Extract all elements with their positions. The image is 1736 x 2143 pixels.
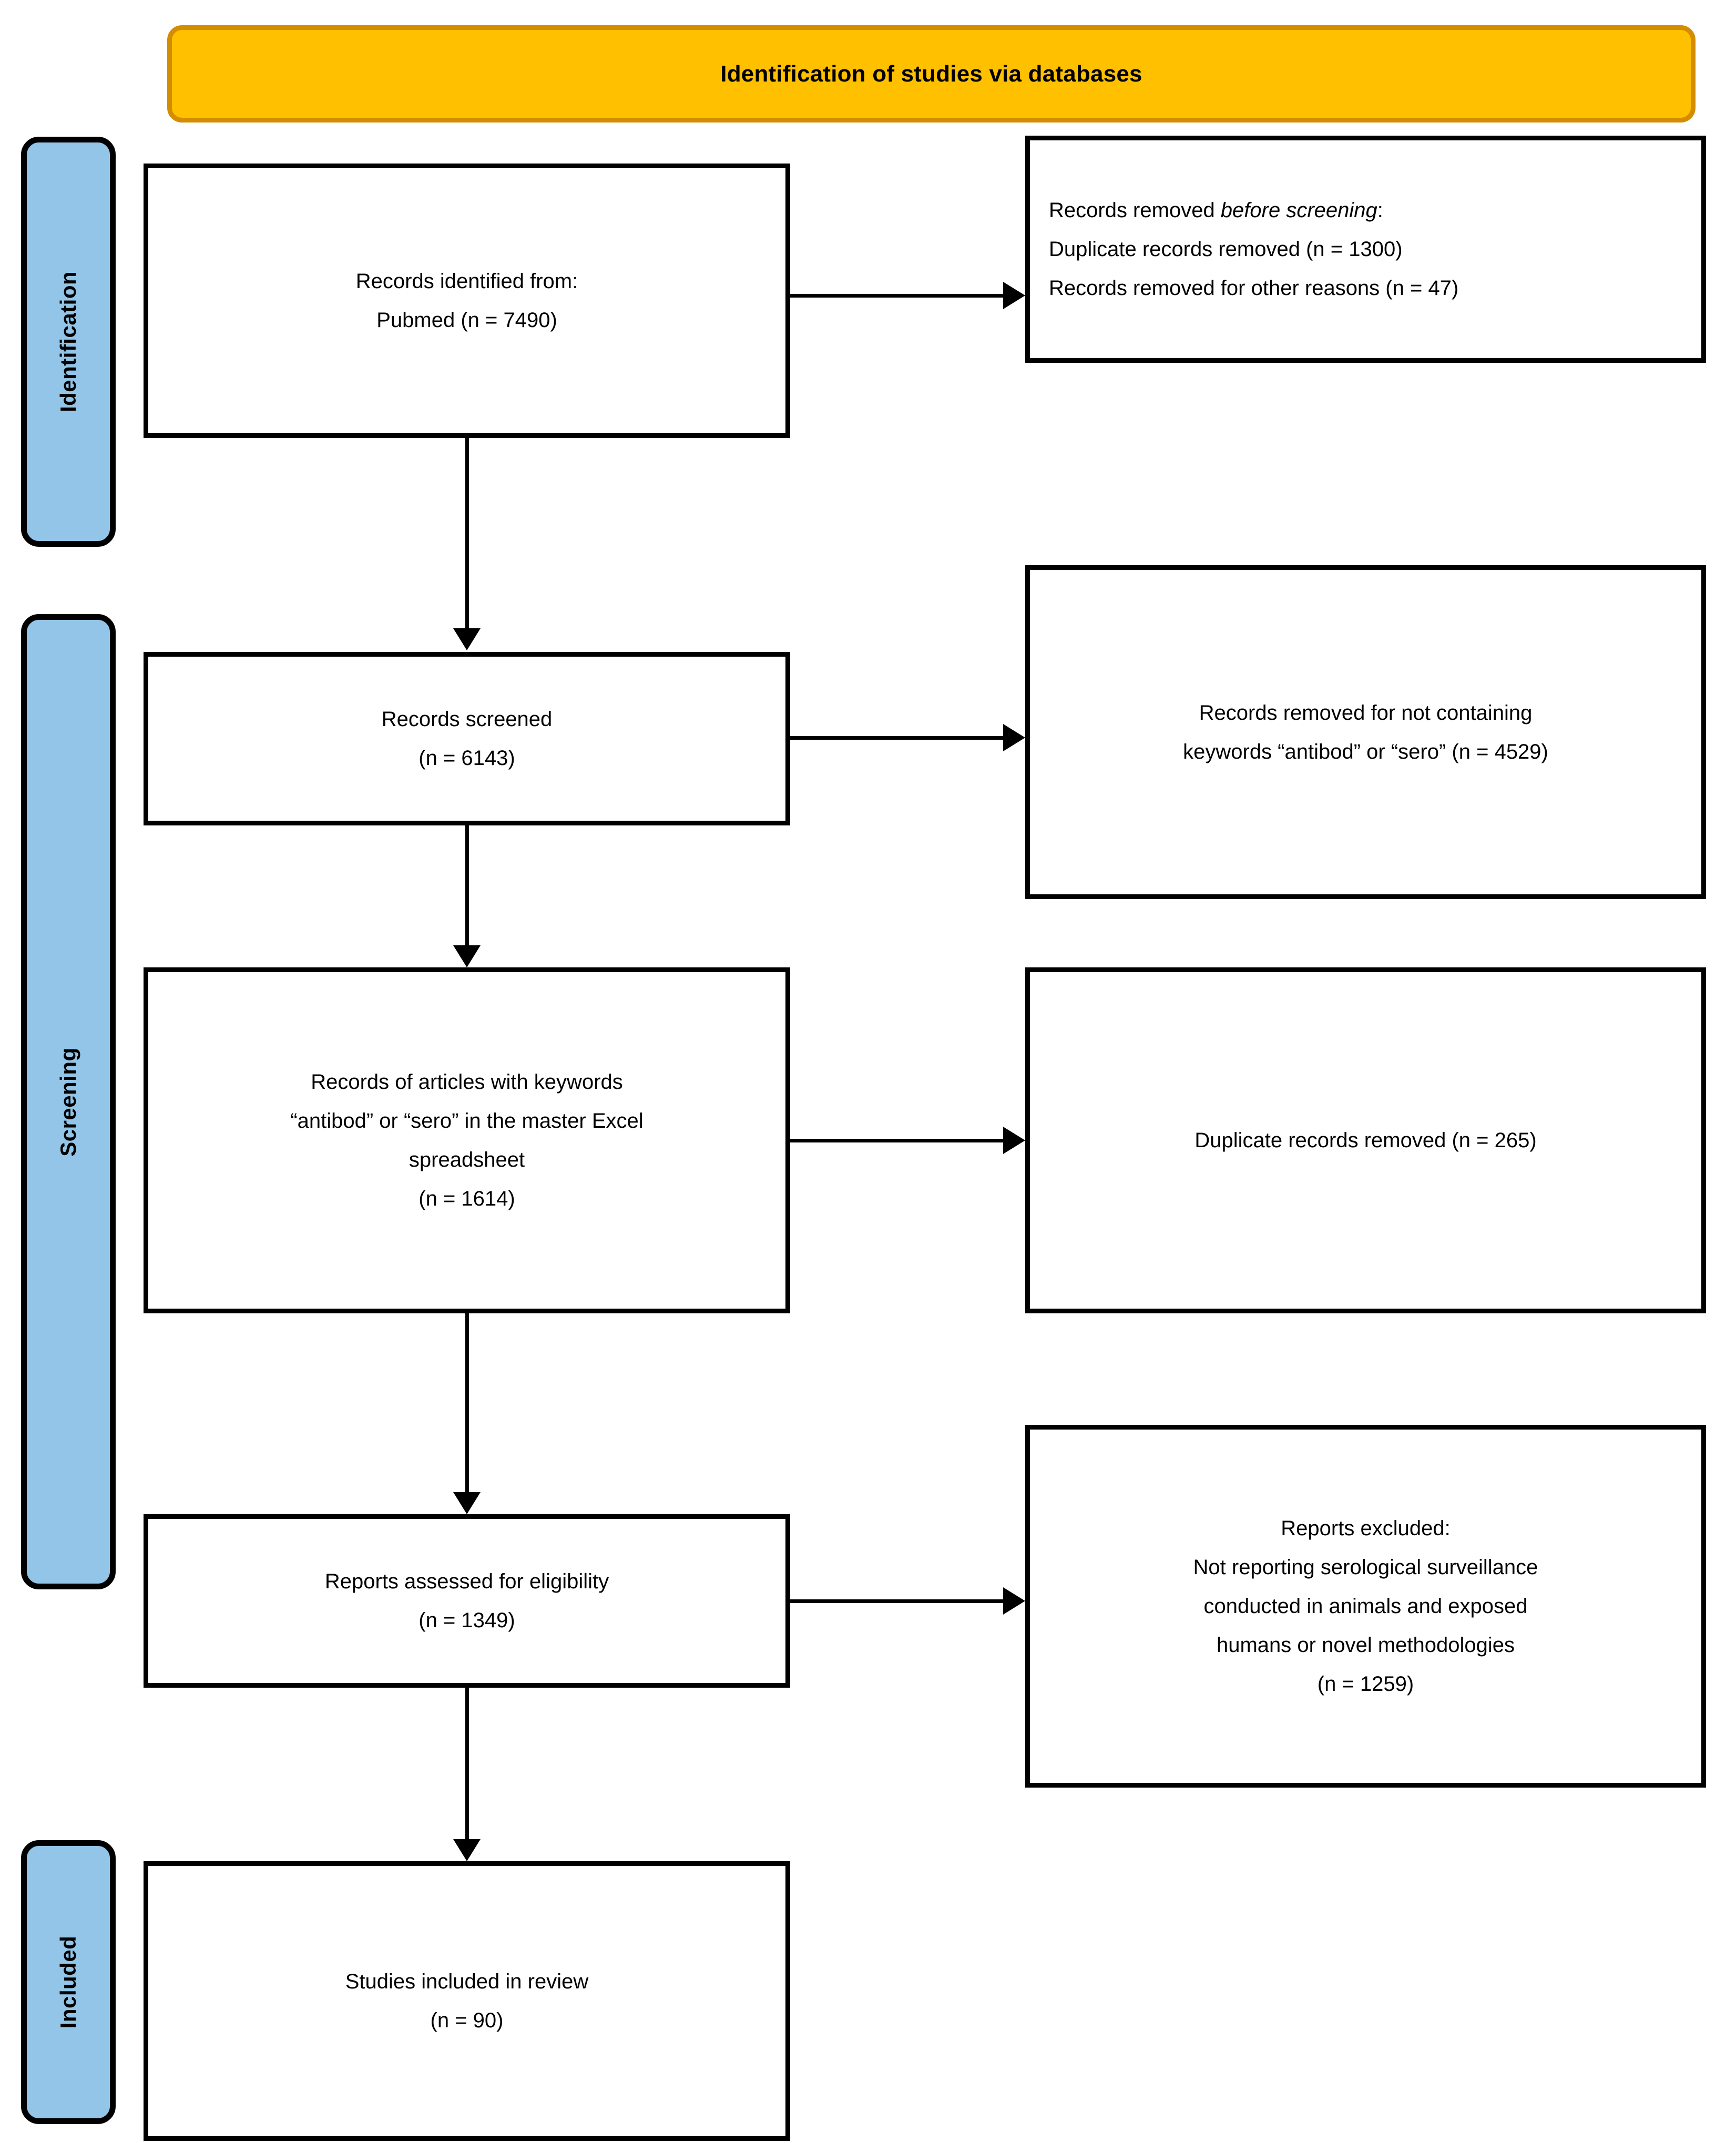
box-records-screened-line-2: (n = 6143) <box>418 747 515 770</box>
box-records-removed-keywords-line-2: keywords “antibod” or “sero” (n = 4529) <box>1183 740 1548 763</box>
box-duplicate-records-removed: Duplicate records removed (n = 265) <box>1025 967 1706 1313</box>
box-reports-excluded-line-1: Reports excluded: <box>1281 1517 1451 1540</box>
diagram-banner: Identification of studies via databases <box>167 25 1696 123</box>
box-studies-included-in-review-line-1: Studies included in review <box>345 1970 589 1993</box>
connector-keywords-master-to-duplicates <box>790 1139 1003 1142</box>
stage-label-screening-text: Screening <box>56 1047 80 1157</box>
box-reports-excluded-line-4: humans or novel methodologies <box>1216 1634 1515 1657</box>
connector-screened-to-removed-keywords <box>790 736 1003 740</box>
box-studies-included-in-review-line-2: (n = 90) <box>430 2009 504 2032</box>
box-records-removed-keywords: Records removed for not containing keywo… <box>1025 565 1706 899</box>
arrowhead-eligibility-to-included <box>453 1839 481 1861</box>
arrowhead-eligibility-to-excluded <box>1003 1587 1025 1615</box>
stage-label-screening: Screening <box>21 614 116 1589</box>
stage-label-included: Included <box>21 1840 116 2124</box>
stage-label-identification-text: Identification <box>56 271 80 413</box>
arrowhead-keywords-master-to-eligibility <box>453 1492 481 1514</box>
box-records-removed-before-screening: Records removed before screening: Duplic… <box>1025 136 1706 363</box>
connector-identified-to-removed-before <box>790 294 1003 298</box>
arrowhead-screened-to-removed-keywords <box>1003 724 1025 751</box>
box-records-screened-line-1: Records screened <box>381 708 553 731</box>
box-records-identified-line-2: Pubmed (n = 7490) <box>376 309 557 332</box>
box-reports-assessed-eligibility: Reports assessed for eligibility (n = 13… <box>144 1514 790 1688</box>
removed-before-suffix: : <box>1377 199 1383 222</box>
box-reports-excluded-line-5: (n = 1259) <box>1317 1672 1414 1696</box>
box-records-keywords-master-excel-line-3: spreadsheet <box>409 1148 525 1171</box>
box-records-keywords-master-excel-line-1: Records of articles with keywords <box>311 1070 623 1094</box>
removed-before-italic: before screening <box>1220 199 1377 222</box>
box-records-removed-before-screening-line-1: Records removed before screening: <box>1049 199 1682 221</box>
box-records-screened: Records screened (n = 6143) <box>144 652 790 825</box>
box-records-removed-before-screening-line-3: Records removed for other reasons (n = 4… <box>1049 277 1459 300</box>
arrowhead-screened-to-keywords-master <box>453 945 481 967</box>
connector-eligibility-to-included <box>465 1688 469 1839</box>
stage-label-included-text: Included <box>56 1935 80 2029</box>
stage-label-identification: Identification <box>21 137 116 547</box>
connector-identified-to-screened <box>465 438 469 628</box>
arrowhead-identified-to-removed-before <box>1003 282 1025 309</box>
box-records-keywords-master-excel: Records of articles with keywords “antib… <box>144 967 790 1313</box>
box-records-keywords-master-excel-line-4: (n = 1614) <box>418 1187 515 1210</box>
box-records-identified: Records identified from: Pubmed (n = 749… <box>144 164 790 438</box>
arrowhead-keywords-master-to-duplicates <box>1003 1127 1025 1154</box>
box-records-keywords-master-excel-line-2: “antibod” or “sero” in the master Excel <box>290 1109 644 1132</box>
box-reports-assessed-eligibility-line-2: (n = 1349) <box>418 1609 515 1632</box>
box-records-removed-before-screening-line-2: Duplicate records removed (n = 1300) <box>1049 238 1403 261</box>
removed-before-prefix: Records removed <box>1049 199 1221 222</box>
box-records-identified-line-1: Records identified from: <box>355 270 578 293</box>
box-reports-excluded-line-3: conducted in animals and exposed <box>1203 1595 1528 1618</box>
box-reports-assessed-eligibility-line-1: Reports assessed for eligibility <box>324 1570 609 1593</box>
box-studies-included-in-review: Studies included in review (n = 90) <box>144 1861 790 2141</box>
connector-screened-to-keywords-master <box>465 825 469 945</box>
box-duplicate-records-removed-line-1: Duplicate records removed (n = 265) <box>1194 1129 1537 1152</box>
banner-title: Identification of studies via databases <box>720 60 1142 87</box>
arrowhead-identified-to-screened <box>453 628 481 650</box>
connector-keywords-master-to-eligibility <box>465 1313 469 1492</box>
box-reports-excluded: Reports excluded: Not reporting serologi… <box>1025 1425 1706 1788</box>
connector-eligibility-to-excluded <box>790 1599 1003 1603</box>
box-reports-excluded-line-2: Not reporting serological surveillance <box>1193 1556 1538 1579</box>
box-records-removed-keywords-line-1: Records removed for not containing <box>1199 701 1533 724</box>
